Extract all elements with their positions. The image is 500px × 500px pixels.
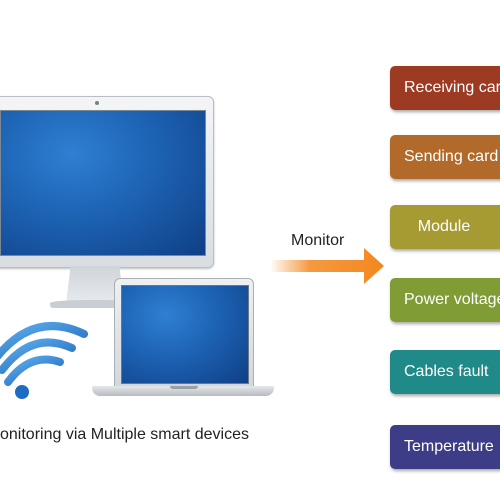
card-receiving-card: Receiving card [390, 66, 500, 110]
card-module: Module [390, 205, 500, 249]
card-sending-card: Sending card [390, 135, 500, 179]
laptop-base [92, 386, 274, 396]
card-label: Temperature [404, 438, 494, 455]
monitor-screen [0, 110, 206, 256]
card-label: Module [417, 218, 471, 235]
card-label: Cables fault [404, 363, 489, 380]
monitor-base [50, 300, 140, 308]
card-cables-fault: Cables fault [390, 350, 500, 394]
card-temperature: Temperature [390, 425, 500, 469]
wifi-icon [0, 322, 88, 399]
monitor-camera [95, 101, 99, 105]
card-label: Power voltage [404, 291, 500, 308]
laptop-notch [170, 386, 198, 389]
card-label: Sending card [404, 148, 499, 165]
monitor-arrow-label: Monitor [291, 232, 345, 249]
card-label: Receiving card [404, 79, 500, 96]
laptop-screen [121, 285, 249, 384]
arrow-right-icon [270, 248, 384, 284]
card-power-voltage: Power voltage [390, 278, 500, 322]
caption-text: onitoring via Multiple smart devices [0, 426, 249, 443]
